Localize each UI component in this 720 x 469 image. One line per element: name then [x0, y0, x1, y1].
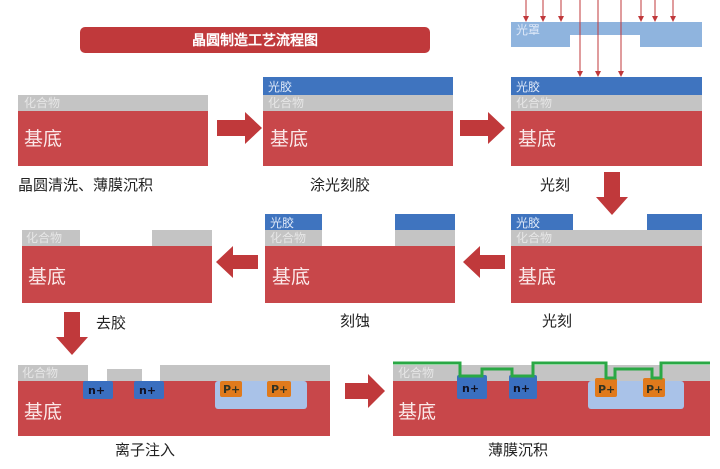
step-4-panel: 光胶 化合物 基底 光刻: [511, 214, 702, 330]
step-1-panel: 化合物 基底 晶圆清洗、薄膜沉积: [18, 95, 208, 194]
arrow-right-icon: [345, 374, 385, 408]
doping-n: n+: [462, 382, 479, 395]
step-label: 涂光刻胶: [310, 176, 370, 194]
layers-photoresist: 光胶: [270, 215, 294, 230]
layers-substrate: 基底: [24, 401, 62, 423]
doping-p: P+: [646, 383, 663, 396]
doping-n: n+: [513, 382, 530, 395]
layers-oxide: 化合物: [398, 365, 434, 380]
step-label: 光刻: [540, 176, 570, 194]
doping-n: n+: [139, 384, 156, 397]
layers-substrate: 基底: [24, 128, 62, 150]
step-8-panel: n+ n+ P+ P+ 化合物 基底 薄膜沉积: [393, 361, 710, 459]
uv-light-arrows: [523, 0, 676, 77]
arrow-right-icon: [460, 112, 505, 144]
doping-p: P+: [598, 383, 615, 396]
layers-oxide: 化合物: [270, 230, 306, 245]
mask: [511, 22, 702, 47]
layers-substrate: 基底: [398, 401, 436, 423]
layers-substrate: 基底: [272, 266, 310, 288]
title: 晶圆制造工艺流程图: [192, 32, 318, 49]
layers-photoresist: 光胶: [516, 79, 540, 94]
arrow-left-icon: [463, 246, 505, 278]
title-banner: 晶圆制造工艺流程图: [80, 27, 430, 53]
step-label: 晶圆清洗、薄膜沉积: [18, 176, 153, 194]
layers-oxide: 化合物: [268, 95, 304, 110]
step-5-panel: 光胶 化合物 基底 刻蚀: [265, 214, 455, 330]
doping-n: n+: [88, 384, 105, 397]
layers-oxide: 化合物: [516, 230, 552, 245]
doping-p: P+: [271, 383, 288, 396]
arrow-left-icon: [216, 246, 258, 278]
step-label: 刻蚀: [340, 312, 370, 330]
step-3-panel: 光罩 光胶 化合物 基底 光刻: [511, 0, 702, 194]
arrow-down-icon: [596, 172, 628, 215]
layers-oxide: 化合物: [516, 95, 552, 110]
doping-p: P+: [223, 383, 240, 396]
step-6-panel: 化合物 基底 去胶: [22, 230, 212, 332]
step-label: 去胶: [96, 314, 126, 332]
layers-photoresist: 光胶: [268, 79, 292, 94]
arrow-down-icon: [56, 312, 88, 355]
step-label: 薄膜沉积: [488, 441, 548, 459]
layers-oxide: 化合物: [24, 95, 60, 110]
arrow-right-icon: [217, 112, 262, 144]
step-label: 离子注入: [115, 441, 175, 459]
step-7-panel: n+ n+ P+ P+ 化合物 基底 离子注入: [18, 365, 330, 459]
layers-photoresist: 光胶: [516, 215, 540, 230]
layers-substrate: 基底: [518, 128, 556, 150]
layers-substrate: 基底: [518, 266, 556, 288]
layers-oxide: 化合物: [26, 230, 62, 245]
layers-mask: 光罩: [516, 23, 540, 37]
layers-substrate: 基底: [28, 266, 66, 288]
step-label: 光刻: [542, 312, 572, 330]
layers-substrate: 基底: [270, 128, 308, 150]
deposited-film: [393, 361, 710, 380]
layers-oxide: 化合物: [22, 365, 58, 380]
step-2-panel: 光胶 化合物 基底 涂光刻胶: [263, 77, 453, 194]
